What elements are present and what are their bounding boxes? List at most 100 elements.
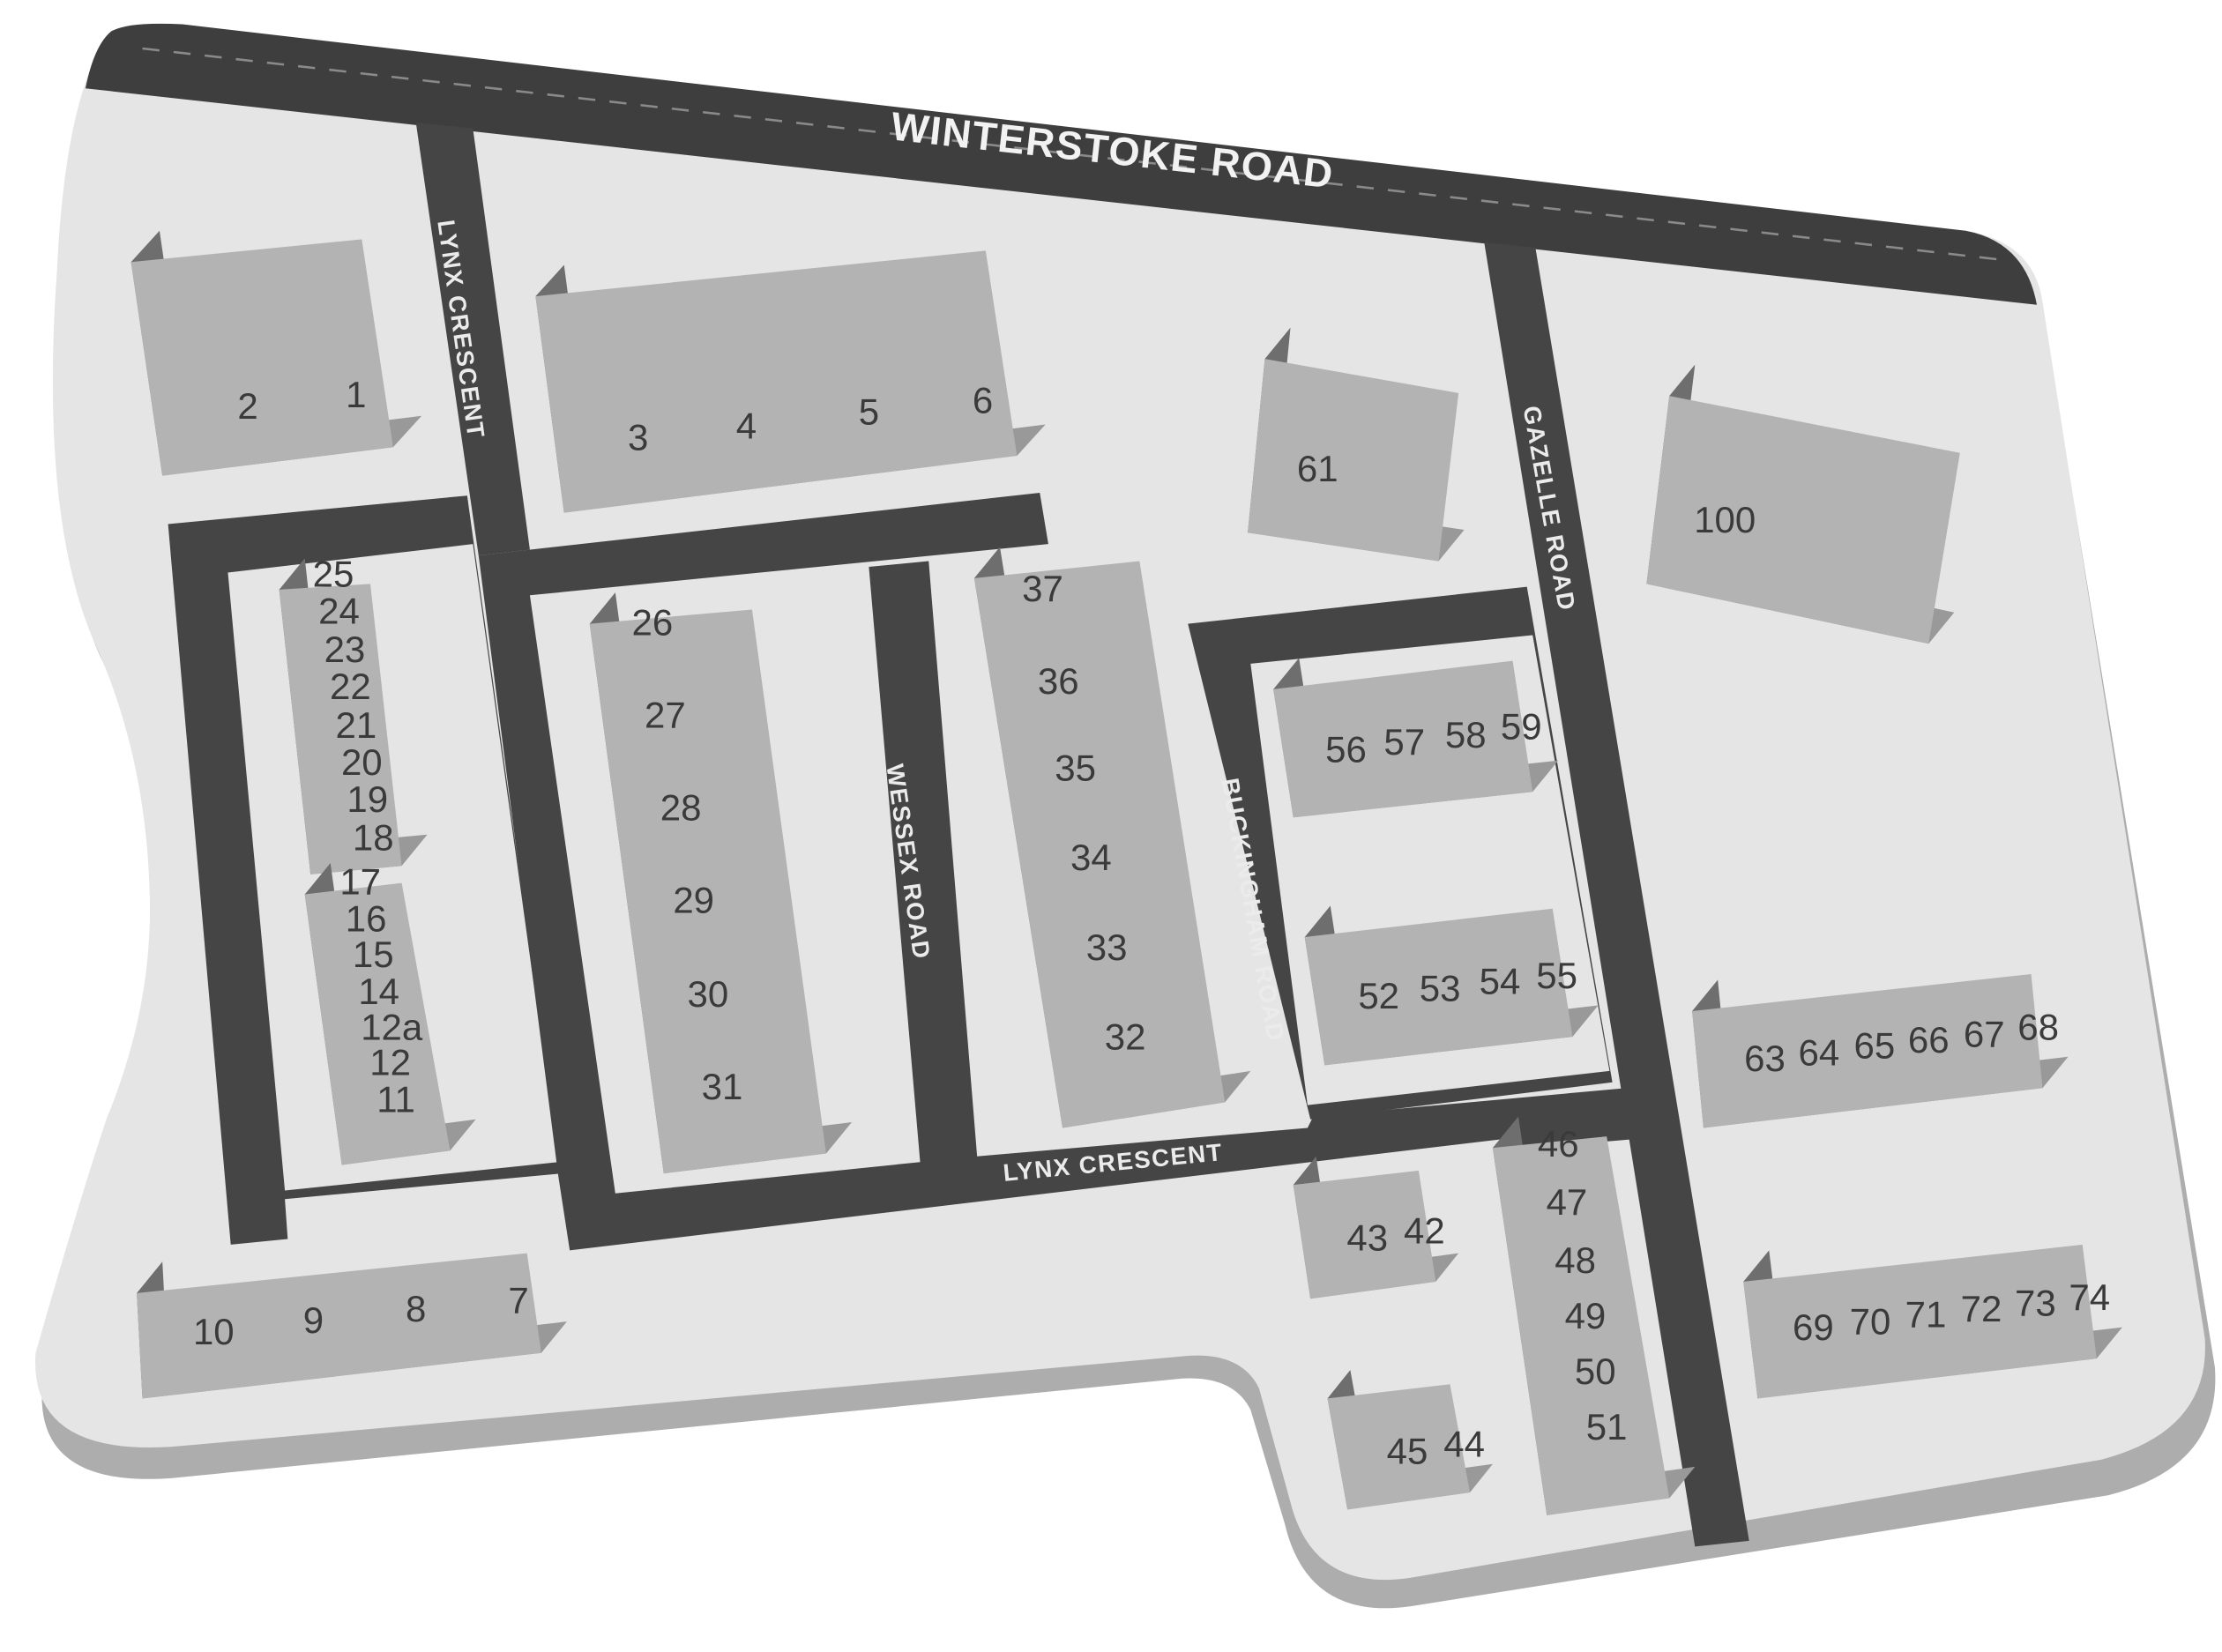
building-unit-61	[1248, 327, 1465, 562]
unit-50-label: 50	[1575, 1351, 1616, 1392]
unit-73-label: 73	[2015, 1283, 2056, 1324]
unit-48-label: 48	[1555, 1239, 1596, 1281]
unit-6-label: 6	[973, 380, 993, 421]
building-units-3-6	[535, 250, 1046, 513]
unit-74-label: 74	[2069, 1276, 2110, 1318]
building-units-52-55-roof	[1304, 908, 1573, 1066]
unit-labels: 1 2 3 4 5 6 7 8 9 10 25 24 23 22 21 20 1…	[193, 374, 2110, 1472]
unit-68-label: 68	[2017, 1006, 2059, 1047]
building-units-11-17	[304, 863, 476, 1165]
unit-5-label: 5	[859, 391, 879, 432]
buckingham-road-loop	[1188, 586, 1613, 1120]
unit-16-label: 16	[346, 898, 387, 940]
unit-47-label: 47	[1547, 1181, 1588, 1223]
unit-71-label: 71	[1905, 1294, 1947, 1336]
building-units-11-17-roof	[304, 882, 451, 1165]
unit-54-label: 54	[1480, 961, 1521, 1002]
unit-49-label: 49	[1565, 1295, 1607, 1336]
unit-30-label: 30	[687, 973, 728, 1015]
unit-28-label: 28	[660, 787, 702, 829]
unit-31-label: 31	[702, 1066, 743, 1107]
unit-2-label: 2	[237, 385, 257, 427]
gazelle-road	[1484, 242, 1749, 1547]
building-unit-61-roof	[1248, 359, 1459, 562]
building-units-7-10	[137, 1253, 567, 1399]
unit-33-label: 33	[1086, 926, 1128, 968]
unit-56-label: 56	[1325, 728, 1367, 770]
unit-32-label: 32	[1105, 1016, 1146, 1058]
building-units-3-6-roof	[535, 250, 1018, 513]
unit-43-label: 43	[1346, 1217, 1388, 1258]
unit-20-label: 20	[341, 741, 383, 783]
winterstoke-road	[85, 23, 2037, 305]
building-units-46-51	[1492, 1116, 1696, 1515]
unit-69-label: 69	[1793, 1306, 1834, 1348]
lynx-crescent-loop-main	[478, 493, 1633, 1251]
unit-17-label: 17	[339, 861, 381, 903]
unit-70-label: 70	[1850, 1301, 1891, 1343]
unit-53-label: 53	[1420, 968, 1461, 1009]
unit-67-label: 67	[1964, 1013, 2005, 1054]
unit-18-label: 18	[353, 816, 394, 858]
unit-8-label: 8	[406, 1288, 426, 1329]
unit-25-label: 25	[313, 554, 354, 595]
building-units-32-37-roof	[973, 561, 1226, 1128]
unit-51-label: 51	[1586, 1406, 1628, 1447]
unit-100-label: 100	[1694, 499, 1756, 540]
unit-55-label: 55	[1536, 955, 1577, 996]
building-units-42-45a-roof	[1293, 1170, 1436, 1299]
unit-21-label: 21	[335, 704, 377, 746]
unit-22-label: 22	[330, 666, 371, 707]
unit-9-label: 9	[303, 1299, 324, 1341]
building-units-7-10-roof	[137, 1253, 541, 1399]
building-units-1-2	[130, 230, 422, 476]
unit-4-label: 4	[736, 406, 757, 447]
building-units-56-59-roof	[1273, 660, 1533, 818]
unit-66-label: 66	[1908, 1019, 1950, 1060]
building-units-63-68-roof	[1692, 974, 2043, 1128]
building-units-26-31	[589, 592, 852, 1174]
unit-65-label: 65	[1853, 1024, 1895, 1066]
unit-12a-label: 12a	[361, 1006, 423, 1047]
building-units-18-25	[279, 558, 428, 874]
unit-37-label: 37	[1022, 568, 1063, 609]
unit-26-label: 26	[631, 602, 673, 644]
unit-35-label: 35	[1055, 747, 1096, 788]
road-network	[85, 23, 2037, 1547]
unit-14-label: 14	[358, 971, 399, 1012]
unit-34-label: 34	[1070, 837, 1112, 878]
unit-3-label: 3	[628, 417, 648, 458]
unit-57-label: 57	[1383, 721, 1425, 763]
lynx-crescent-north-road	[415, 123, 530, 556]
unit-29-label: 29	[673, 880, 714, 921]
building-units-44-45-roof	[1327, 1384, 1471, 1510]
unit-61-label: 61	[1297, 448, 1338, 489]
building-units-1-2-roof	[130, 239, 393, 476]
building-units-63-68	[1692, 974, 2069, 1128]
building-units-69-74	[1743, 1244, 2122, 1399]
building-units-26-31-roof	[589, 609, 826, 1174]
unit-52-label: 52	[1358, 975, 1399, 1016]
building-units-69-74-roof	[1743, 1244, 2097, 1399]
building-units-18-25-roof	[279, 584, 402, 874]
unit-7-label: 7	[508, 1279, 528, 1321]
building-units-52-55	[1304, 905, 1599, 1066]
unit-24-label: 24	[318, 591, 360, 632]
unit-46-label: 46	[1538, 1123, 1579, 1165]
unit-42-label: 42	[1404, 1209, 1445, 1251]
unit-19-label: 19	[347, 778, 388, 820]
building-units-46-51-roof	[1492, 1136, 1670, 1515]
building-units-42-45a	[1293, 1156, 1459, 1299]
unit-12-label: 12	[369, 1042, 411, 1083]
unit-58-label: 58	[1445, 714, 1487, 755]
unit-23-label: 23	[324, 629, 366, 670]
unit-11-label: 11	[377, 1079, 415, 1120]
building-unit-100	[1646, 364, 1960, 644]
unit-36-label: 36	[1038, 660, 1079, 702]
unit-15-label: 15	[353, 934, 394, 975]
unit-44-label: 44	[1443, 1424, 1485, 1465]
buildings	[130, 230, 2122, 1515]
unit-72-label: 72	[1961, 1288, 2002, 1329]
unit-45-label: 45	[1387, 1431, 1428, 1472]
